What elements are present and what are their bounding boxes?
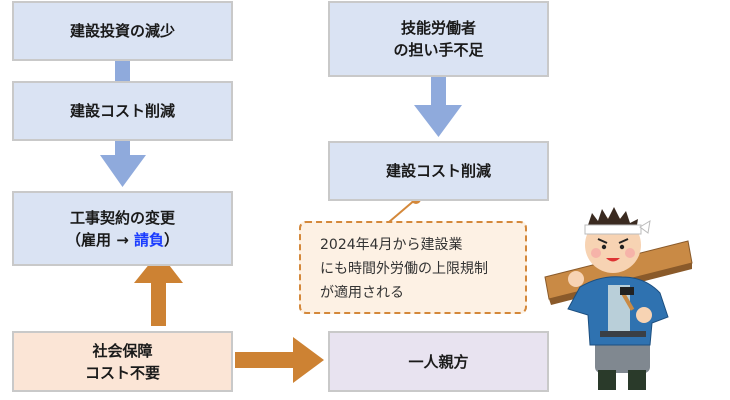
box-label-line2: （雇用 → 請負） [66,229,179,251]
subcontract-highlight: 請負 [133,230,164,249]
box-sole-proprietor: 一人親方 [328,331,549,392]
close-paren: ） [164,230,180,249]
box-label: 建設投資の減少 [69,22,175,40]
headband [584,224,642,235]
callout-line-3: が適用される [320,285,404,301]
hammer-head [620,287,634,295]
connector-left-1 [115,60,130,82]
box-construction-investment-decline: 建設投資の減少 [12,1,233,61]
overtime-regulation-callout: 2024年4月から建設業 にも時間外労働の上限規制 が適用される [299,221,527,314]
box-contract-change: 工事契約の変更 （雇用 → 請負） [12,191,233,266]
carpenter-illustration [544,207,693,390]
box-skilled-labor-shortage: 技能労働者 の担い手不足 [328,1,549,77]
box-label-line1: 社会保障 [92,341,153,360]
right-boot [628,370,646,390]
callout-line-1: 2024年4月から建設業 [320,237,463,253]
box-label-line1: 工事契約の変更 [69,208,175,227]
box-label: 一人親方 [408,352,469,371]
box-label-line2: コスト不要 [84,363,160,382]
box-label: 建設コスト削減 [385,162,491,180]
arrow-right-orange [235,337,324,383]
callout-pointer-line [388,198,417,223]
arrow-down-right [414,77,462,137]
box-social-security-cost: 社会保障 コスト不要 [12,331,233,392]
box-construction-cost-cut-right: 建設コスト削減 [328,141,549,201]
left-hand [568,271,584,287]
left-boot [598,370,616,390]
hammer-handle [621,293,635,311]
box-label-line2: の担い手不足 [393,41,484,59]
box-label-line1: 技能労働者 [400,19,476,37]
arrow-up-orange [134,252,183,326]
box-construction-cost-cut-left: 建設コスト削減 [12,81,233,141]
arrow-down-left [100,140,146,187]
box-label: 建設コスト削減 [69,102,175,120]
employment-text: （雇用 → [65,230,134,249]
callout-line-2: にも時間外労働の上限規制 [320,261,488,277]
right-hand [636,307,652,323]
